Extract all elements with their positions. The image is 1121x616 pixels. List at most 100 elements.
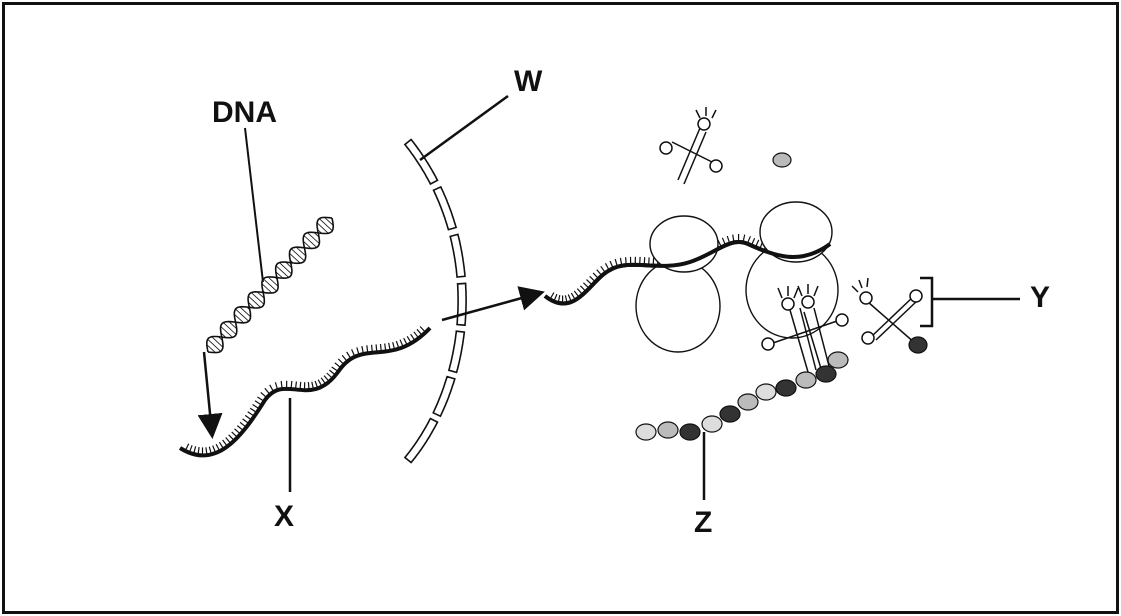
dna-base-pair <box>267 276 279 287</box>
amino-acid-on-trna <box>908 336 928 354</box>
amino-acid-bead <box>657 421 679 439</box>
mrna-codon-tick <box>231 431 238 438</box>
dna-base-pair <box>235 308 249 322</box>
dna-base-pair <box>248 302 255 309</box>
dna-base-pair <box>207 339 221 352</box>
mrna-codon-tick <box>307 382 310 391</box>
trna-floating <box>659 107 723 185</box>
mrna-codon-tick <box>410 333 416 342</box>
mrna-codon-tick <box>299 381 302 390</box>
mrna-codon-tick <box>269 384 275 393</box>
mrna-strand-nucleus <box>178 326 432 458</box>
mrna-codon-tick <box>294 381 297 390</box>
dna-base-pair <box>246 306 251 311</box>
mrna-codon-tick <box>208 446 212 455</box>
dna-base-pair <box>316 222 329 234</box>
mrna-codon-tick <box>212 445 217 454</box>
trna-bound <box>761 284 849 373</box>
dna-base-pair <box>317 229 322 234</box>
polypeptide-chain <box>635 351 849 441</box>
amino-acid-bead <box>815 365 837 383</box>
mrna-codon-tick <box>384 343 387 352</box>
mrna-codon-tick <box>311 381 315 390</box>
dna-base-pair <box>289 253 301 264</box>
mrna-codon-tick <box>388 342 391 351</box>
dna-double-helix <box>206 216 334 354</box>
mrna-codon-tick <box>351 349 356 357</box>
amino-acid-bead <box>755 383 777 401</box>
mrna-codon-tick <box>225 437 232 444</box>
mrna-codon-tick <box>337 358 345 365</box>
mrna-codon-tick <box>290 380 293 390</box>
mrna-codon-tick <box>244 414 253 421</box>
mrna-codon-tick <box>375 344 378 353</box>
dna-base-pair <box>262 290 266 293</box>
mrna-codon-tick <box>239 421 247 428</box>
dna-base-pair <box>303 240 312 249</box>
label-z-polypeptide: Z <box>694 506 713 539</box>
membrane-segment <box>403 138 439 186</box>
nuclear-membrane <box>403 138 467 464</box>
label-x-mrna: X <box>274 500 295 533</box>
dna-base-pair <box>324 217 334 226</box>
mrna-codon-tick <box>341 354 348 362</box>
mrna-codon-tick <box>399 339 404 348</box>
mrna-codon-tick <box>188 445 193 454</box>
dna-base-pair <box>275 271 284 279</box>
mrna-codon-tick <box>222 439 228 447</box>
mrna-codon-tick <box>416 328 423 336</box>
amino-acid-bead <box>635 423 657 441</box>
mrna-codon-tick <box>334 362 342 369</box>
dna-base-pair <box>279 262 292 275</box>
mrna-codon-tick <box>314 380 319 389</box>
dna-base-pair <box>263 278 277 292</box>
mrna-codon-tick <box>379 343 382 353</box>
dna-base-pair <box>261 283 273 294</box>
mrna-codon-tick <box>392 341 396 351</box>
mrna-codon-tick <box>371 344 373 353</box>
mrna-codon-tick <box>184 443 190 452</box>
mrna-codon-tick <box>406 335 412 344</box>
membrane-segment <box>403 417 439 464</box>
export-arrow <box>441 286 545 322</box>
mrna-codon-tick <box>403 337 408 346</box>
dna-base-pair <box>303 247 305 249</box>
mrna-codon-tick <box>274 382 279 391</box>
mrna-codon-tick <box>413 331 420 339</box>
dna-base-pair <box>211 336 224 348</box>
dna-base-pair <box>285 261 292 268</box>
membrane-segment <box>456 282 467 327</box>
mrna-codon-tick <box>419 326 427 333</box>
mrna-codon-tick <box>193 446 197 455</box>
dna-base-pair <box>274 277 278 280</box>
mrna-codon-tick <box>331 366 339 372</box>
mrna-codon-tick <box>197 447 200 456</box>
dna-base-pair <box>319 218 333 231</box>
mrna-codon-tick <box>257 396 265 402</box>
membrane-segment <box>432 375 456 418</box>
membrane-segment <box>449 233 466 278</box>
amino-acid-bead <box>795 371 817 389</box>
amino-acid-bead <box>719 405 741 423</box>
mrna-codon-tick <box>361 345 364 355</box>
dna-base-pair <box>289 259 294 264</box>
y-bracket <box>920 276 1020 328</box>
transcription-arrow <box>197 351 223 439</box>
dna-base-pair <box>220 326 233 338</box>
amino-acid-bead <box>827 351 849 369</box>
dna-base-pair <box>303 235 317 248</box>
dna-base-pair <box>206 344 216 353</box>
dna-base-pair <box>291 248 305 262</box>
mrna-codon-tick <box>326 372 334 379</box>
label-w-nuclear-membrane: W <box>514 65 543 98</box>
dna-base-pair <box>239 306 251 317</box>
mrna-codon-tick <box>218 441 225 450</box>
amino-acid-bead <box>775 379 797 397</box>
dna-base-pair <box>251 292 265 305</box>
mrna-codon-tick <box>317 379 323 387</box>
mrna-codon-tick <box>280 380 283 390</box>
mrna-codon-tick <box>356 347 360 356</box>
